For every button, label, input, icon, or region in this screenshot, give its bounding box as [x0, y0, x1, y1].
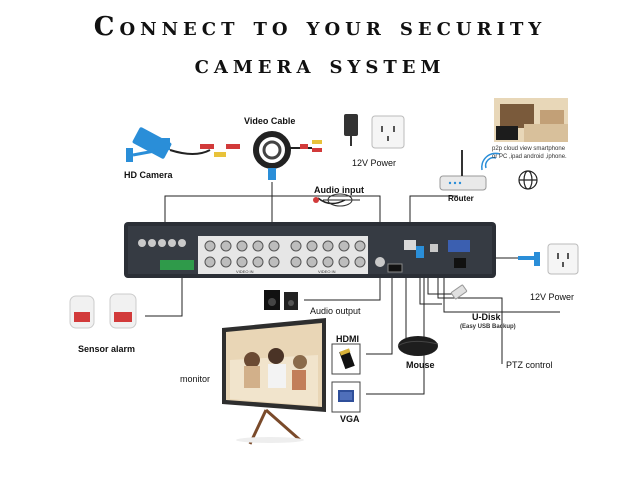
wall-socket-icon	[371, 115, 405, 149]
sensor-alarm-icon	[69, 293, 137, 329]
title-line-1: Connect to your security	[93, 12, 547, 42]
audio-in-ports	[138, 239, 186, 247]
usb-disk-icon	[450, 284, 468, 300]
video-in-label-right: VIDEO IN	[318, 269, 336, 274]
video-in-label-left: VIDEO IN	[236, 269, 254, 274]
alarm-terminal-block	[160, 260, 194, 270]
monitor-label: monitor	[180, 374, 211, 384]
speakers-icon	[264, 290, 298, 310]
video-cable-label: Video Cable	[244, 116, 296, 126]
hd-camera-label: HD Camera	[124, 170, 173, 180]
hdmi-port	[387, 263, 403, 273]
usb-port	[416, 246, 424, 258]
power-12v-right-label: 12V Power	[530, 292, 575, 302]
smartphone-pc-image	[494, 98, 568, 142]
dvr-recorder: VIDEO IN VIDEO IN	[124, 222, 496, 278]
ptz-control-label: PTZ control	[506, 360, 553, 370]
vga-label: VGA	[340, 414, 360, 424]
lan-port	[404, 240, 416, 250]
sensor-alarm-label: Sensor alarm	[78, 344, 136, 354]
power-plug-icon	[518, 252, 540, 266]
vga-cable-icon	[331, 381, 361, 413]
audio-input-label: Audio input	[314, 185, 364, 195]
power-adapter-icon	[344, 114, 358, 146]
wifi-icon	[480, 152, 501, 171]
video-cable-icon	[169, 131, 322, 180]
router-label: Router	[448, 194, 474, 203]
globe-icon	[518, 170, 538, 190]
vga-port	[448, 240, 470, 252]
hdmi-label: HDMI	[336, 334, 359, 344]
router-icon	[439, 150, 487, 191]
rs485-port	[430, 244, 438, 252]
udisk-note-label: (Easy USB Backup)	[460, 324, 516, 330]
title-line-2: camera system	[194, 50, 446, 80]
monitor-icon	[222, 318, 326, 445]
hd-camera-icon	[126, 127, 172, 162]
wall-socket-right-icon	[547, 243, 579, 275]
bnc-ports	[204, 240, 366, 268]
power-12v-top-label: 12V Power	[352, 158, 397, 168]
mouse-icon	[397, 336, 439, 356]
mouse-label: Mouse	[406, 360, 435, 370]
udisk-label: U-Disk	[472, 312, 501, 322]
audio-out-port	[375, 257, 385, 267]
power-port	[454, 258, 466, 268]
audio-output-label: Audio output	[310, 306, 361, 316]
p2p-note-label: p2p cloud view smartphone or PC ,ipad an…	[492, 146, 567, 160]
hdmi-cable-icon	[331, 343, 361, 375]
audio-input-cable-icon	[313, 193, 353, 207]
